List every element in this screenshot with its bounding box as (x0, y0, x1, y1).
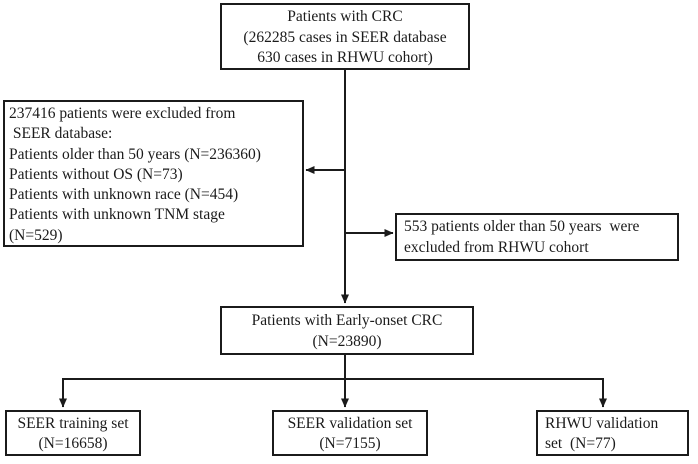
box-seer-exclusion-line: Patients without OS (N=73) (9, 165, 183, 183)
box-rhwu-exclusion: 553 patients older than 50 years were ex… (395, 213, 679, 261)
box-patients-crc-line: Patients with CRC (287, 8, 403, 25)
box-seer-training-set-line: SEER training set (17, 415, 129, 432)
box-seer-exclusion-line: 237416 patients were excluded from (9, 105, 236, 122)
box-rhwu-exclusion-line: 553 patients older than 50 years were (404, 218, 640, 235)
box-seer-validation-set-line: (N=7155) (319, 435, 381, 452)
box-seer-validation-set: SEER validation set (N=7155) (272, 410, 428, 456)
box-seer-training-set: SEER training set (N=16658) (5, 410, 141, 456)
box-seer-exclusion: 237416 patients were excluded from SEER … (3, 100, 304, 247)
box-seer-training-set-line: (N=16658) (38, 435, 108, 452)
box-seer-exclusion-line: Patients with unknown TNM stage (9, 206, 225, 224)
box-rhwu-validation-set-line: RHWU validation (545, 415, 659, 432)
box-rhwu-validation-set-line: set (N=77) (545, 435, 616, 452)
box-rhwu-validation-set: RHWU validation set (N=77) (536, 410, 689, 456)
box-early-onset-crc-line: (N=23890) (312, 333, 382, 350)
box-patients-crc-line: (262285 cases in SEER database (243, 28, 447, 46)
box-early-onset-crc: Patients with Early-onset CRC (N=23890) (220, 306, 474, 355)
box-seer-exclusion-line: SEER database: (9, 125, 113, 143)
box-patients-crc-line: 630 cases in RHWU cohort) (257, 49, 433, 66)
box-seer-validation-set-line: SEER validation set (287, 415, 413, 432)
box-rhwu-exclusion-line: excluded from RHWU cohort (404, 239, 589, 256)
box-patients-crc: Patients with CRC (262285 cases in SEER … (220, 3, 470, 70)
box-early-onset-crc-line: Patients with Early-onset CRC (251, 312, 443, 329)
box-seer-exclusion-line: Patients older than 50 years (N=236360) (9, 145, 261, 163)
box-seer-exclusion-line: Patients with unknown race (N=454) (9, 186, 239, 204)
box-seer-exclusion-line: (N=529) (9, 226, 63, 244)
